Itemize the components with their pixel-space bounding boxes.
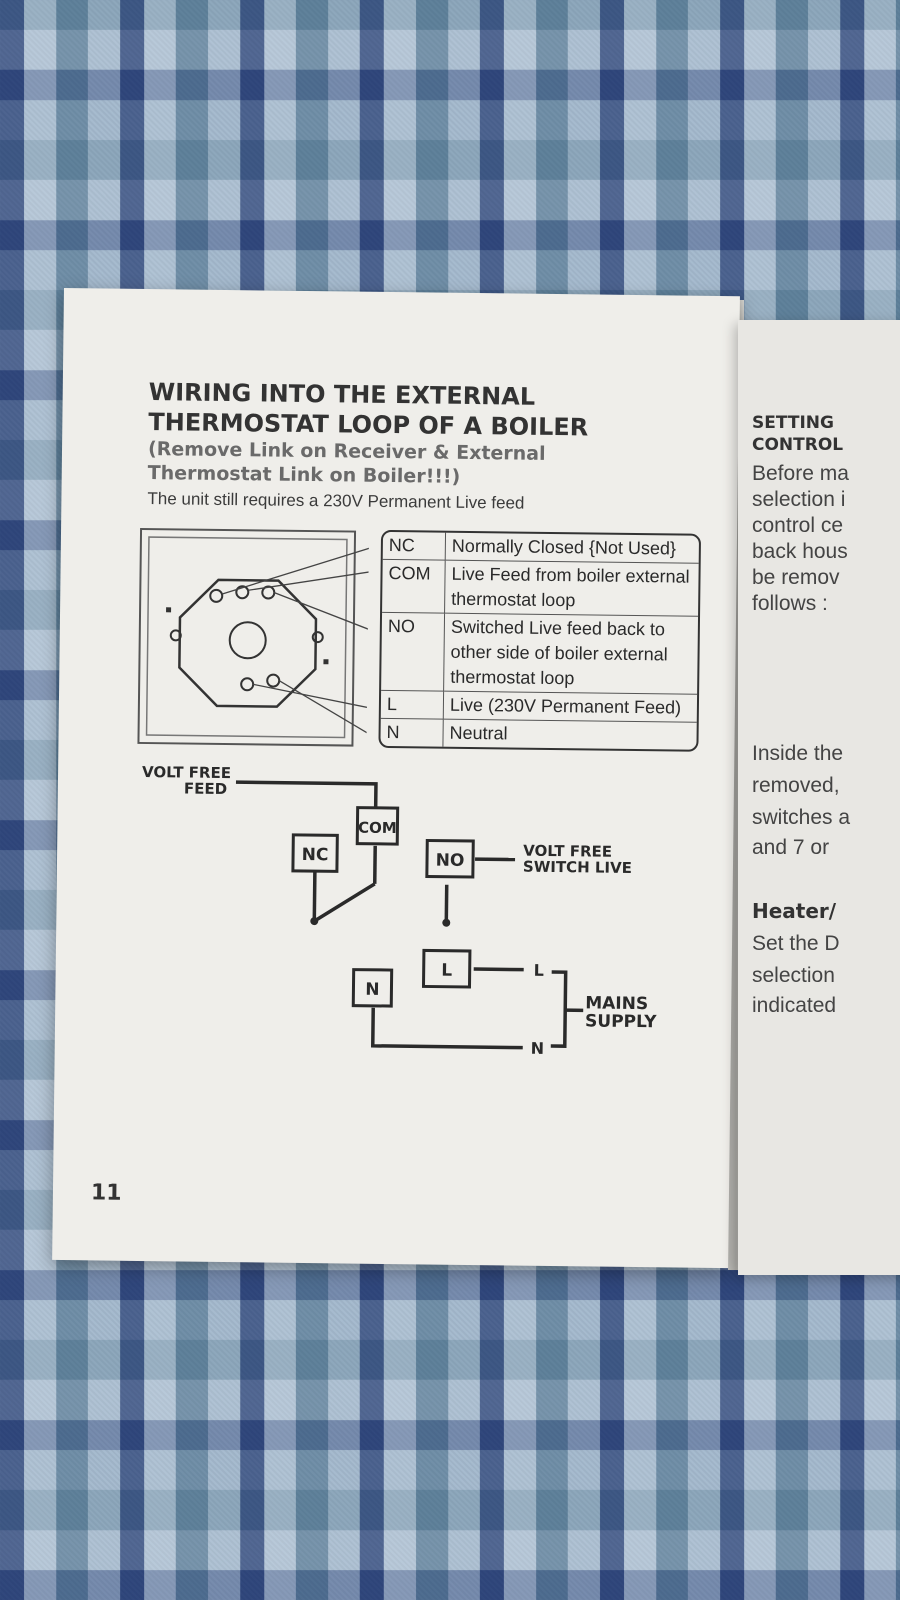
subtitle-line-1: (Remove Link on Receiver & External [147, 438, 546, 465]
no-label: NO [436, 851, 465, 871]
title-line-2: THERMOSTAT LOOP OF A BOILER [148, 408, 589, 442]
terminal-description: Live (230V Permanent Feed) [443, 691, 698, 723]
mark-dot-right [323, 659, 329, 665]
outer-frame [137, 527, 357, 747]
l-box [421, 948, 472, 989]
right-para3-line: Set the D [752, 932, 840, 955]
terminal-com-icon [235, 585, 250, 600]
centre-hole [228, 621, 267, 660]
com-label: COM [358, 819, 397, 837]
no-contact-dot [442, 918, 451, 927]
terminal-legend-table: NC Normally Closed {Not Used} COM Live F… [378, 529, 702, 752]
right-para3-line: selection [752, 964, 835, 987]
mains-l-label: L [534, 961, 544, 980]
wiring-schematic: VOLT FREE FEED COM NC NO VOLT FREE SWITC… [142, 763, 657, 1058]
right-heading-line-1: SETTING [752, 413, 834, 433]
right-para2-line: switches a [752, 806, 851, 829]
terminal-code: N [380, 718, 444, 747]
table-row: N Neutral [380, 718, 696, 750]
inner-frame [145, 536, 348, 739]
terminal-description: Normally Closed {Not Used} [445, 532, 700, 564]
page-title: WIRING INTO THE EXTERNAL THERMOSTAT LOOP… [148, 377, 589, 442]
mains-label-1: MAINS [585, 993, 648, 1014]
right-para2-line: removed, [752, 774, 840, 797]
right-para1-line: Before ma [752, 462, 849, 485]
right-para1-line: back hous [752, 540, 848, 563]
terminal-description: Neutral [449, 722, 508, 744]
terminal-l-icon [240, 677, 255, 692]
terminal-description: Switched Live feed back to other side of… [444, 613, 699, 695]
volt-free-feed-wire [235, 780, 378, 808]
left-page: WIRING INTO THE EXTERNAL THERMOSTAT LOOP… [52, 288, 740, 1269]
subtitle-line-2: Thermostat Link on Boiler!!!) [147, 462, 461, 488]
right-para1-line: control ce [752, 514, 844, 537]
table-row: L Live (230V Permanent Feed) [380, 690, 698, 723]
right-para2-line: Inside the [752, 742, 844, 765]
mains-label-2: SUPPLY [585, 1011, 657, 1032]
right-heading-line-2: CONTROL [752, 435, 844, 455]
terminal-description: Live Feed from boiler external thermosta… [445, 560, 699, 617]
page-number: 11 [90, 1180, 122, 1206]
terminal-code: NO [381, 612, 446, 692]
table-row: COM Live Feed from boiler external therm… [382, 559, 699, 617]
screw-left-icon [169, 629, 182, 642]
right-para2-line: and 7 or [752, 836, 830, 859]
n-label: N [365, 980, 379, 1000]
nc-wire [312, 871, 317, 920]
no-box [425, 838, 475, 879]
right-para1-line: be remov [752, 566, 840, 589]
terminal-nc-icon [209, 588, 224, 603]
right-heading-2: Heater/ [752, 899, 837, 923]
leader-nc [222, 547, 370, 595]
volt-free-feed-label-2: FEED [184, 780, 227, 799]
volt-free-feed-label-1: VOLT FREE [142, 763, 231, 782]
leader-com [248, 571, 370, 591]
volt-free-switch-label-2: SWITCH LIVE [523, 858, 632, 877]
title-line-1: WIRING INTO THE EXTERNAL [148, 378, 536, 411]
nc-label: NC [302, 845, 329, 865]
leader-n [278, 680, 369, 735]
nc-box [291, 833, 339, 873]
switch-blade [313, 882, 376, 923]
mains-bracket [550, 970, 568, 1048]
mounting-plate [178, 578, 318, 708]
leader-no [274, 591, 370, 631]
l-wire [473, 967, 524, 972]
l-label: L [441, 961, 452, 981]
com-box [355, 806, 400, 846]
mains-n-label: N [531, 1039, 545, 1058]
n-box [351, 968, 394, 1008]
leader-l [253, 683, 370, 709]
terminal-code: L [380, 690, 445, 720]
right-para3-line: indicated [752, 994, 837, 1017]
right-page: SETTING CONTROL Before ma selection i co… [738, 320, 900, 1275]
right-para1-line: follows : [752, 592, 828, 615]
permanent-live-note: The unit still requires a 230V Permanent… [147, 489, 525, 513]
screw-right-icon [311, 631, 324, 644]
nc-contact-dot [310, 917, 319, 926]
mark-dot-left [166, 607, 172, 613]
right-para1-line: selection i [752, 488, 846, 511]
n-wire [370, 1007, 523, 1050]
volt-free-switch-label-1: VOLT FREE [523, 842, 612, 861]
terminal-code: NC [382, 531, 447, 561]
receiver-illustration [137, 527, 370, 747]
page-subtitle: (Remove Link on Receiver & External Ther… [148, 437, 546, 490]
terminal-code: COM [382, 559, 446, 614]
table-row: NO Switched Live feed back to other side… [381, 612, 699, 695]
table-row: NC Normally Closed {Not Used} [382, 531, 700, 564]
terminal-n-icon [266, 673, 281, 688]
